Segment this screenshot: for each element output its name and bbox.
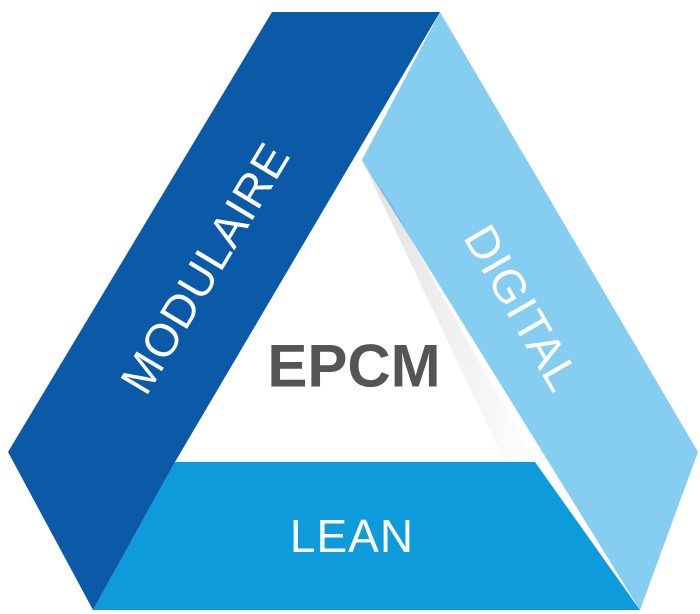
band-digital bbox=[362, 12, 698, 610]
band-modulaire bbox=[8, 12, 440, 610]
center-label-epcm: EPCM bbox=[267, 333, 440, 400]
band-lean bbox=[93, 462, 640, 610]
inner-shadow bbox=[362, 160, 535, 462]
label-lean: LEAN bbox=[290, 510, 414, 562]
